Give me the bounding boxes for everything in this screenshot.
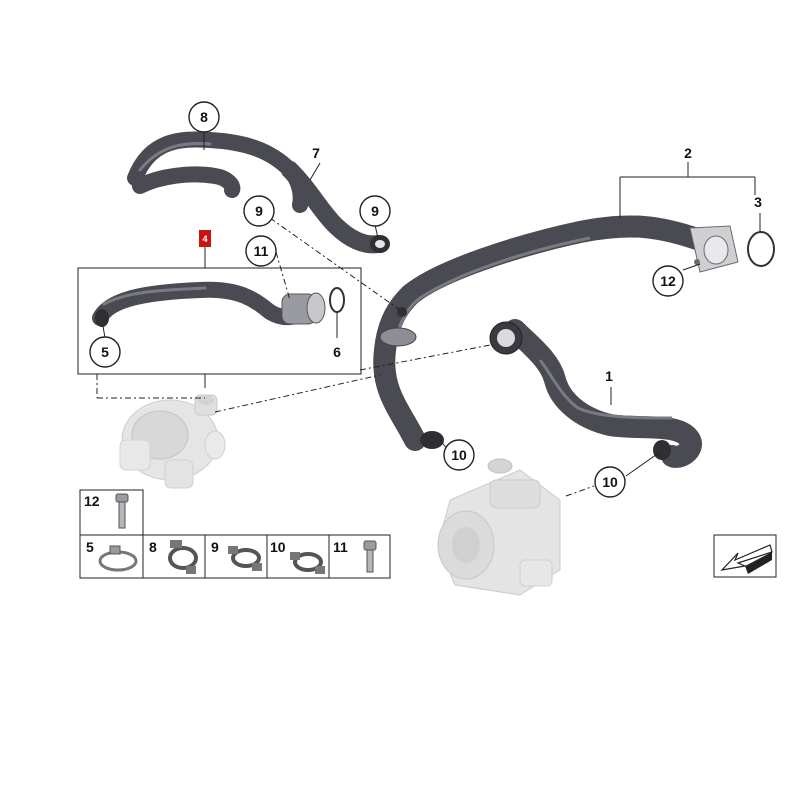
legend-item-12[interactable]: 12 xyxy=(84,493,129,529)
callout-2-label: 2 xyxy=(684,145,692,161)
spring-clamp-icon xyxy=(228,546,262,571)
legend-item-10[interactable]: 10 xyxy=(270,539,325,574)
hose-clamp-icon xyxy=(98,545,138,572)
legend-item-9-label: 9 xyxy=(211,539,219,555)
thermostat-housing xyxy=(119,394,226,489)
callout-10a[interactable]: 10 xyxy=(443,439,475,471)
callout-11-label: 11 xyxy=(254,243,269,259)
legend-item-8[interactable]: 8 xyxy=(149,539,198,574)
part-tag-4-label: 4 xyxy=(202,234,207,244)
legend-item-5[interactable]: 5 xyxy=(86,539,138,572)
bolt-icon xyxy=(115,493,129,529)
hose-4-assembly xyxy=(92,281,345,327)
callout-9a[interactable]: 9 xyxy=(243,195,275,227)
bolt-icon xyxy=(363,540,377,573)
hose-7 xyxy=(281,161,390,254)
legend-item-9[interactable]: 9 xyxy=(211,539,262,571)
callout-9b-label: 9 xyxy=(371,203,379,219)
legend-item-10-label: 10 xyxy=(270,539,286,555)
callout-1-label: 1 xyxy=(605,368,613,384)
water-pump xyxy=(437,458,561,596)
arrow-icon xyxy=(720,544,773,574)
callout-6[interactable]: 6 xyxy=(333,344,341,360)
legend-item-5-label: 5 xyxy=(86,539,94,555)
hose-2 xyxy=(373,215,739,451)
callout-9a-label: 9 xyxy=(255,203,263,219)
hose-8 xyxy=(127,131,309,213)
spring-clamp-icon xyxy=(168,540,198,574)
o-ring-3 xyxy=(747,231,775,267)
callout-7[interactable]: 7 xyxy=(312,145,320,161)
direction-arrow-box xyxy=(713,534,777,578)
legend-item-11-label: 11 xyxy=(333,539,348,555)
callout-10b[interactable]: 10 xyxy=(594,466,626,498)
part-tag-4[interactable]: 4 xyxy=(199,230,211,247)
callout-12[interactable]: 12 xyxy=(652,265,684,297)
legend-item-12-label: 12 xyxy=(84,493,100,509)
callout-10a-label: 10 xyxy=(451,447,467,463)
legend-item-8-label: 8 xyxy=(149,539,157,555)
callout-12-label: 12 xyxy=(660,273,676,289)
callout-2[interactable]: 2 xyxy=(684,145,692,161)
hose-1 xyxy=(489,319,702,468)
callout-3[interactable]: 3 xyxy=(754,194,762,210)
callout-5[interactable]: 5 xyxy=(89,336,121,368)
parts-legend xyxy=(79,489,391,579)
callout-11[interactable]: 11 xyxy=(245,235,277,267)
group-box-4 xyxy=(77,267,362,375)
callout-9b[interactable]: 9 xyxy=(359,195,391,227)
callout-7-label: 7 xyxy=(312,145,320,161)
callout-10b-label: 10 xyxy=(602,474,618,490)
legend-item-11[interactable]: 11 xyxy=(333,539,377,573)
callout-3-label: 3 xyxy=(754,194,762,210)
spring-clamp-icon xyxy=(290,552,325,574)
callout-6-label: 6 xyxy=(333,344,341,360)
leader-lines xyxy=(96,133,761,497)
callout-8-label: 8 xyxy=(200,109,208,125)
callout-8[interactable]: 8 xyxy=(188,101,220,133)
callout-1[interactable]: 1 xyxy=(605,368,613,384)
callout-5-label: 5 xyxy=(101,344,109,360)
